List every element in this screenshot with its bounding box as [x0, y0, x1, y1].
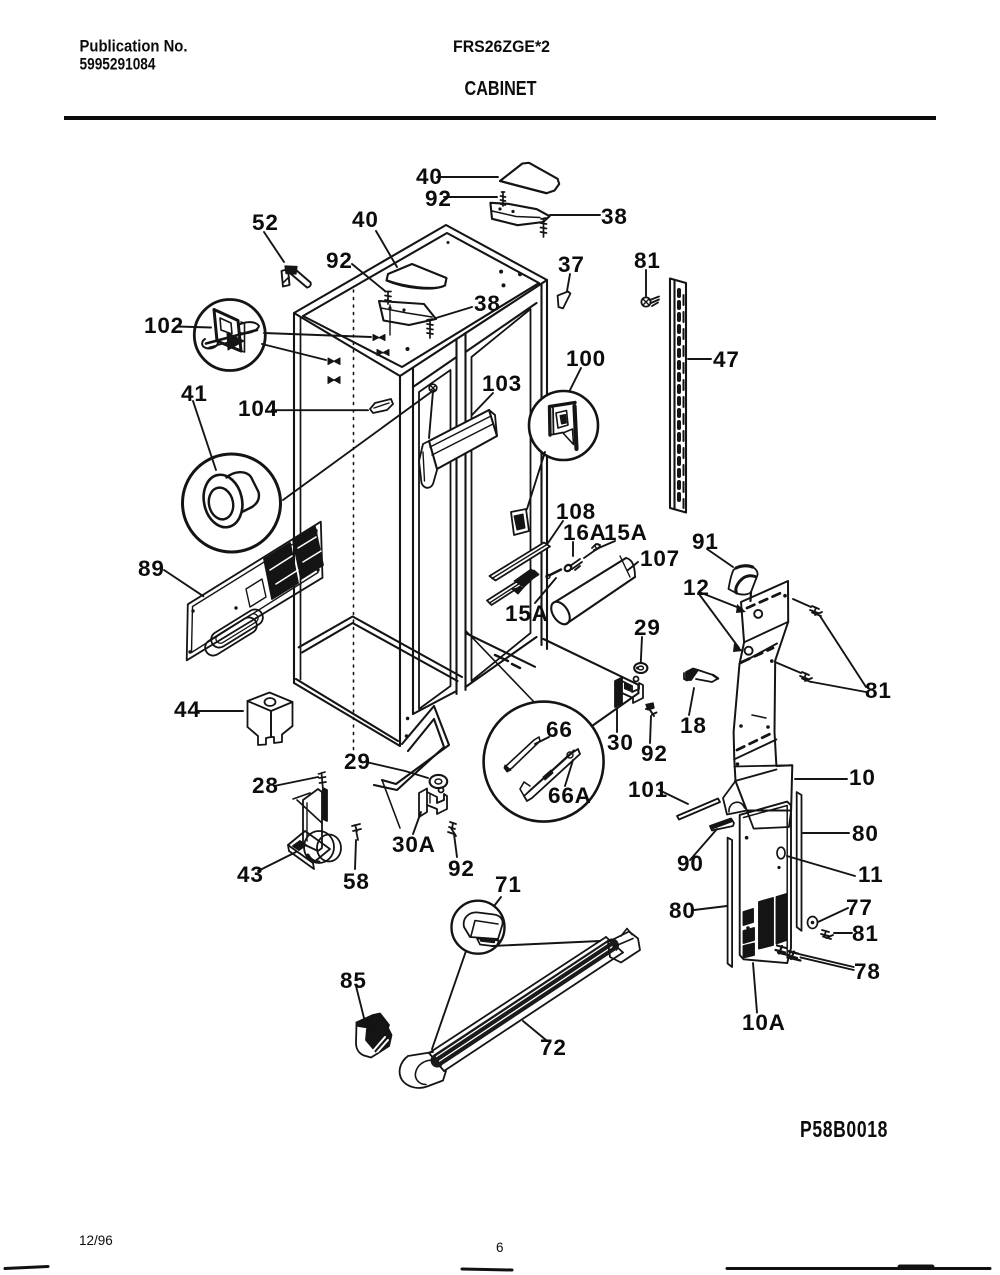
svg-text:40: 40 [416, 164, 443, 189]
svg-text:11: 11 [858, 862, 883, 887]
svg-text:80: 80 [669, 898, 696, 923]
svg-text:52: 52 [252, 210, 279, 235]
svg-text:P58B0018: P58B0018 [800, 1116, 888, 1142]
svg-text:85: 85 [340, 968, 367, 993]
svg-text:12/96: 12/96 [79, 1233, 113, 1248]
svg-text:Publication No.: Publication No. [80, 37, 188, 56]
svg-text:15A: 15A [505, 601, 549, 626]
svg-text:92: 92 [641, 741, 668, 766]
svg-text:81: 81 [634, 248, 661, 273]
svg-text:92: 92 [425, 186, 452, 211]
svg-text:102: 102 [144, 313, 184, 338]
svg-text:CABINET: CABINET [465, 78, 537, 100]
svg-text:66A: 66A [548, 783, 592, 808]
svg-text:58: 58 [343, 869, 370, 894]
svg-text:66: 66 [546, 717, 573, 742]
svg-text:29: 29 [634, 615, 661, 640]
svg-text:6: 6 [496, 1240, 504, 1255]
svg-text:40: 40 [352, 207, 379, 232]
svg-text:41: 41 [181, 381, 208, 406]
svg-text:71: 71 [495, 872, 522, 897]
svg-text:28: 28 [252, 773, 279, 798]
svg-text:78: 78 [854, 959, 881, 984]
svg-text:18: 18 [680, 713, 707, 738]
svg-text:30A: 30A [392, 832, 436, 857]
svg-text:104: 104 [238, 396, 278, 421]
svg-text:38: 38 [474, 291, 501, 316]
svg-text:37: 37 [558, 252, 585, 277]
svg-text:38: 38 [601, 204, 628, 229]
svg-text:80: 80 [852, 821, 879, 846]
svg-text:81: 81 [852, 921, 879, 946]
svg-text:30: 30 [607, 730, 634, 755]
svg-text:90: 90 [677, 851, 704, 876]
svg-text:44: 44 [174, 697, 201, 722]
svg-text:91: 91 [692, 529, 719, 554]
svg-text:72: 72 [540, 1035, 567, 1060]
svg-text:100: 100 [566, 346, 606, 371]
svg-text:92: 92 [326, 248, 353, 273]
svg-text:107: 107 [640, 546, 680, 571]
svg-text:47: 47 [713, 347, 740, 372]
svg-text:101: 101 [628, 777, 668, 802]
svg-text:5995291084: 5995291084 [80, 55, 156, 74]
svg-text:89: 89 [138, 556, 165, 581]
svg-text:108: 108 [556, 499, 596, 524]
svg-text:103: 103 [482, 371, 522, 396]
svg-text:10A: 10A [742, 1010, 786, 1035]
svg-text:12: 12 [683, 575, 710, 600]
svg-text:77: 77 [846, 895, 873, 920]
svg-text:43: 43 [237, 862, 264, 887]
svg-text:FRS26ZGE*2: FRS26ZGE*2 [453, 37, 550, 56]
svg-text:81: 81 [865, 678, 892, 703]
svg-text:16A: 16A [563, 520, 607, 545]
svg-text:92: 92 [448, 856, 475, 881]
svg-text:15A: 15A [604, 520, 648, 545]
svg-text:10: 10 [849, 765, 876, 790]
svg-text:29: 29 [344, 749, 371, 774]
